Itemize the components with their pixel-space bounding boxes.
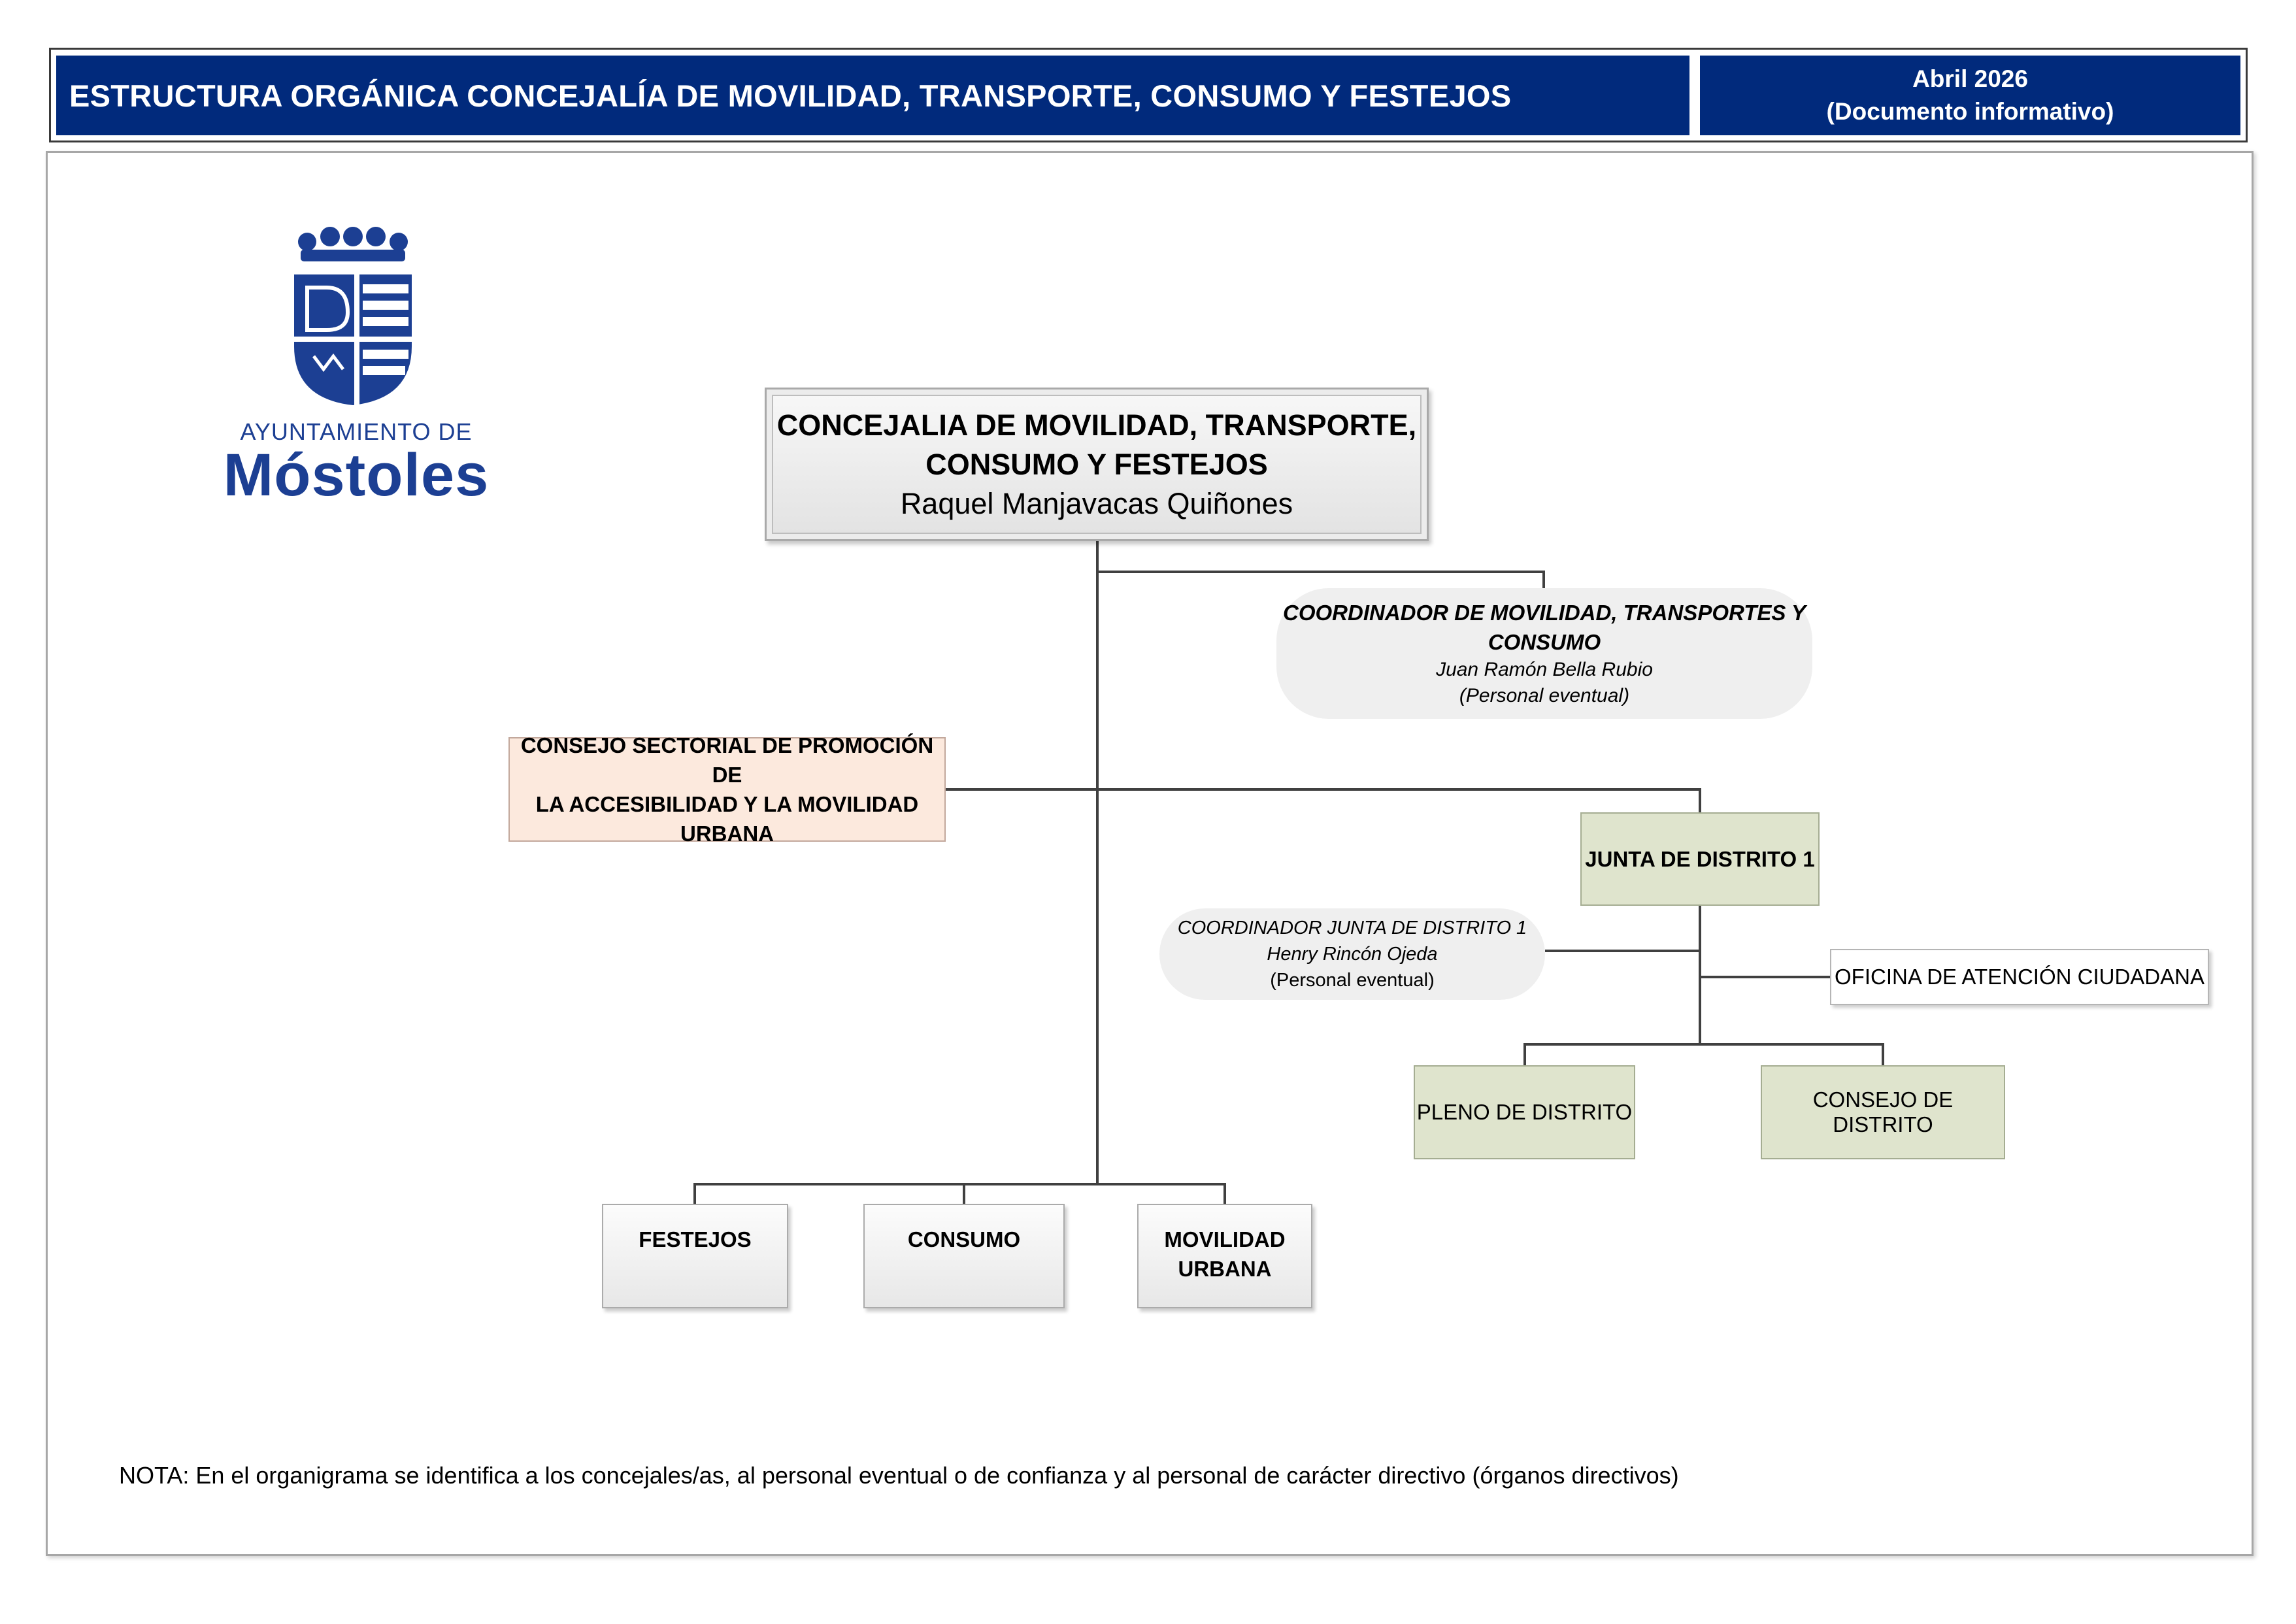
chart-frame (46, 151, 2254, 1556)
junta-distrito-box: JUNTA DE DISTRITO 1 (1580, 812, 1820, 906)
distrito-connector (1523, 1043, 1884, 1065)
concejalia-title-line2: CONSUMO Y FESTEJOS (925, 447, 1268, 481)
concejalia-person: Raquel Manjavacas Quiñones (900, 486, 1293, 520)
coordinador-title-line2: CONSUMO (1488, 630, 1601, 654)
coordinador-title-line1: COORDINADOR DE MOVILIDAD, TRANSPORTES Y (1282, 601, 1806, 625)
logo-subtitle: AYUNTAMIENTO DE (240, 418, 473, 445)
consejo-sectorial-box: CONSEJO SECTORIAL DE PROMOCIÓN DE LA ACC… (508, 733, 946, 846)
header-frame (49, 48, 2248, 142)
header-date-box: Abril 2026 (Documento informativo) (1700, 56, 2240, 135)
page-title: ESTRUCTURA ORGÁNICA CONCEJALÍA DE MOVILI… (56, 56, 1689, 135)
area-consumo-label: CONSUMO (907, 1227, 1021, 1251)
consejo-sectorial-line3: URBANA (680, 821, 774, 846)
junta-distrito-label: JUNTA DE DISTRITO 1 (1585, 846, 1815, 871)
coordinador-person: Juan Ramón Bella Rubio (1436, 659, 1653, 680)
area-festejos-box: FESTEJOS (602, 1204, 788, 1308)
junta-connector (1097, 788, 1701, 812)
mostoles-logo: AYUNTAMIENTO DE Móstoles (209, 222, 503, 510)
coordinador-junta-box: COORDINADOR JUNTA DE DISTRITO 1 Henry Ri… (1159, 908, 1545, 1000)
coat-of-arms-icon (294, 227, 412, 405)
coordinador-junta-title: COORDINADOR JUNTA DE DISTRITO 1 (1177, 918, 1527, 938)
consejo-distrito-box: CONSEJO DE DISTRITO (1761, 1065, 2005, 1159)
area-festejos-label: FESTEJOS (639, 1227, 752, 1251)
logo-name: Móstoles (223, 442, 490, 508)
consejo-distrito-label: CONSEJO DE DISTRITO (1812, 1087, 1954, 1136)
concejalia-box: CONCEJALIA DE MOVILIDAD, TRANSPORTE, CON… (765, 388, 1429, 541)
consejo-sectorial-line1: CONSEJO SECTORIAL DE PROMOCIÓN DE (520, 733, 934, 787)
oficina-atencion-box: OFICINA DE ATENCIÓN CIUDADANA (1830, 949, 2209, 1005)
header-doc-type: (Documento informativo) (1826, 98, 2114, 125)
concejalia-title-line1: CONCEJALIA DE MOVILIDAD, TRANSPORTE, (776, 408, 1417, 442)
coordinador-junta-note: (Personal eventual) (1270, 970, 1435, 991)
area-consumo-box: CONSUMO (863, 1204, 1065, 1308)
coordinador-junta-person: Henry Rincón Ojeda (1267, 944, 1438, 965)
coordinador-box: COORDINADOR DE MOVILIDAD, TRANSPORTES Y … (1276, 588, 1812, 719)
pleno-distrito-box: PLENO DE DISTRITO (1414, 1065, 1635, 1159)
areas-connector (693, 1183, 1226, 1204)
footnote: NOTA: En el organigrama se identifica a … (119, 1462, 1679, 1489)
area-movilidad-label-line1: MOVILIDAD (1164, 1227, 1286, 1251)
coordinador-connector (1097, 571, 1545, 591)
concejalia-inner-frame (772, 395, 1422, 534)
area-movilidad-label-line2: URBANA (1178, 1257, 1272, 1281)
coordinador-note: (Personal eventual) (1459, 685, 1630, 706)
oficina-atencion-label: OFICINA DE ATENCIÓN CIUDADANA (1835, 965, 2204, 989)
area-movilidad-box: MOVILIDAD URBANA (1137, 1204, 1312, 1308)
consejo-sectorial-line2: LA ACCESIBILIDAD Y LA MOVILIDAD (535, 792, 919, 816)
pleno-distrito-label: PLENO DE DISTRITO (1416, 1100, 1633, 1124)
header-date: Abril 2026 (1912, 65, 2028, 92)
